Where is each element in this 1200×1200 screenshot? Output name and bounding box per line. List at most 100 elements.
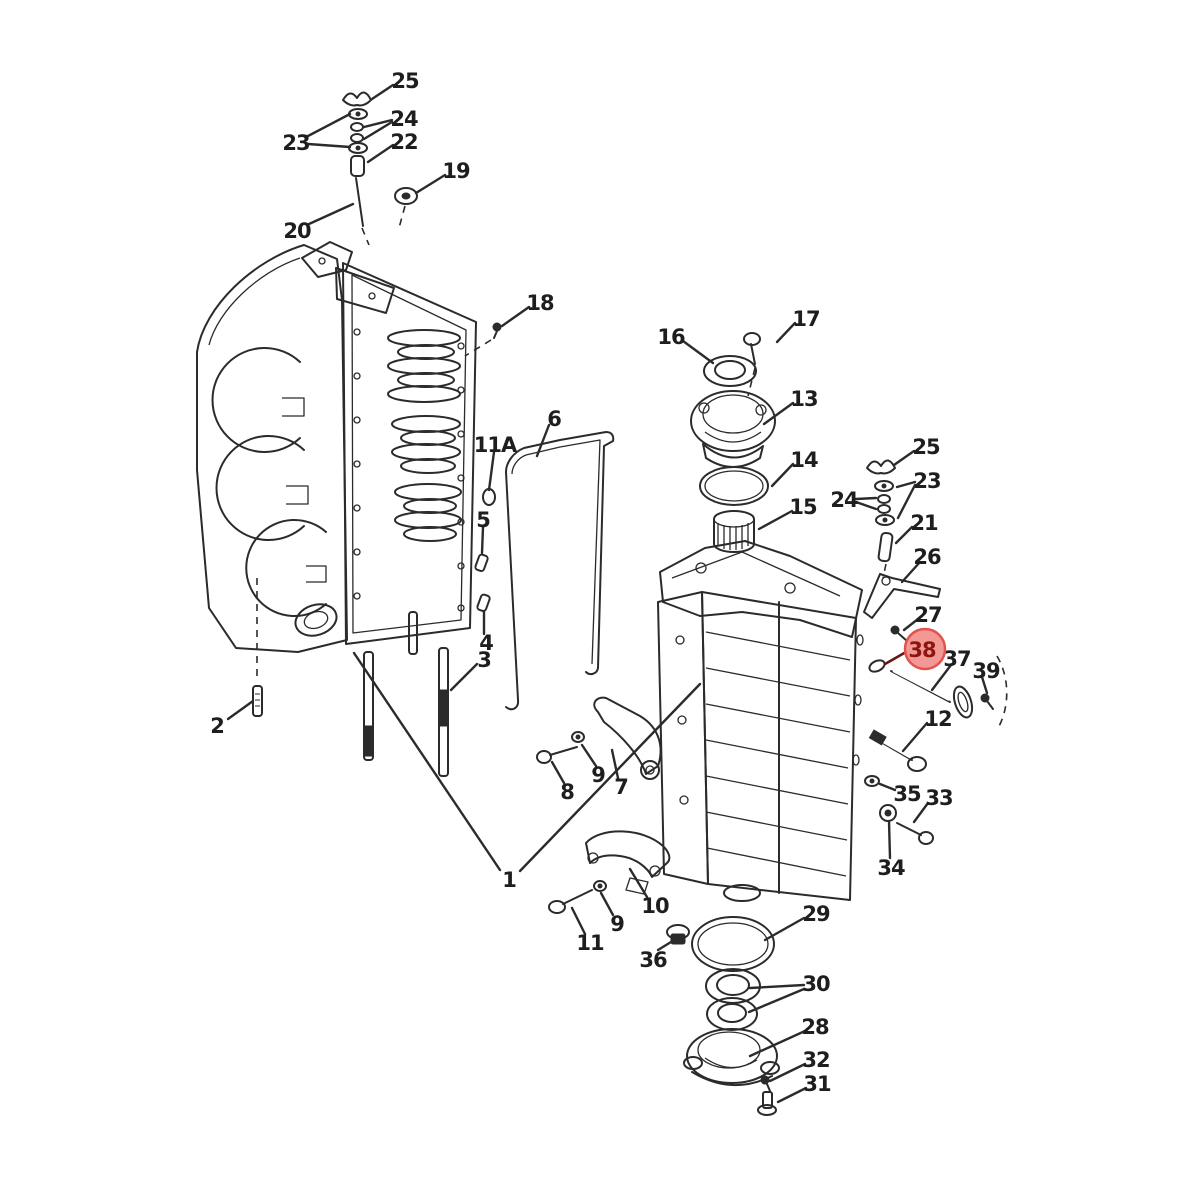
block-ribbed-face — [701, 591, 857, 901]
leader-line — [894, 525, 914, 545]
part-number: 9 — [610, 912, 624, 936]
washer-24d — [877, 504, 891, 514]
dowel-pin-4 — [476, 593, 491, 613]
part-label-23: 23 — [895, 469, 942, 520]
part-number: 29 — [802, 902, 830, 926]
part-number: 28 — [801, 1015, 829, 1039]
part-label-18: 18 — [500, 291, 555, 328]
washer-24c — [877, 494, 891, 504]
part-label-27: 27 — [902, 603, 943, 632]
part-number: 33 — [925, 786, 952, 810]
leader-line — [902, 617, 920, 632]
leader-line — [763, 916, 806, 942]
highlight-circle[interactable] — [903, 627, 947, 671]
part-label-16: 16 — [657, 325, 715, 365]
leader-line — [770, 462, 795, 488]
part-label-3: 3 — [449, 648, 492, 692]
part-number: 8 — [560, 780, 574, 804]
part-label-21: 21 — [894, 511, 939, 545]
stud-left — [363, 651, 374, 761]
leader-line — [900, 560, 922, 584]
part-number: 26 — [913, 545, 941, 569]
leader-line — [370, 83, 395, 101]
bolt-8 — [536, 746, 578, 764]
right-fastener-stack — [866, 459, 896, 579]
leader-line — [930, 663, 953, 692]
leader-line — [610, 748, 620, 780]
part-number: 4 — [479, 631, 493, 655]
o-ring-14 — [699, 466, 769, 506]
leader-line — [599, 891, 615, 917]
leader-line — [580, 743, 598, 768]
part-label-19: 19 — [414, 159, 471, 195]
ring-stack-top — [387, 329, 461, 403]
crankshaft-ring-stacks — [387, 329, 462, 542]
part-label-36: 36 — [639, 940, 673, 972]
bolt-31 — [757, 1091, 777, 1116]
leader-line — [362, 118, 394, 129]
part-number: 32 — [802, 1048, 829, 1072]
leader-line — [366, 143, 395, 164]
nut-9a — [571, 731, 585, 743]
leader-line — [895, 480, 917, 489]
leader-line — [307, 202, 355, 226]
part-label-8: 8 — [550, 760, 575, 804]
nut-9b — [593, 880, 607, 892]
upper-bearing-stack — [690, 332, 776, 553]
leader-line — [306, 142, 352, 149]
part-label-15: 15 — [757, 495, 818, 531]
leader-line — [414, 173, 447, 195]
part-number: 6 — [547, 407, 561, 431]
part-label-2: 2 — [210, 699, 255, 738]
crankcase-studs — [252, 488, 496, 777]
part-label-7: 7 — [610, 748, 629, 799]
leader-line — [500, 305, 531, 328]
ring-stack-bottom — [394, 483, 462, 542]
leader-line — [901, 721, 929, 753]
leader-line — [768, 1062, 807, 1083]
part-label-4: 4 — [479, 609, 494, 655]
part-number: 12 — [924, 707, 951, 731]
leader-line — [480, 525, 485, 555]
leader-line — [896, 483, 917, 520]
fastener-39 — [980, 655, 1008, 731]
washer-23d — [875, 514, 895, 526]
part-label-14: 14 — [770, 448, 819, 488]
left-crankcase-half — [196, 241, 477, 653]
part-number: 23 — [913, 469, 940, 493]
leader-line — [748, 1029, 807, 1058]
leader-line — [550, 760, 566, 785]
leader-line — [980, 675, 989, 695]
part-number: 37 — [943, 647, 970, 671]
part-number: 27 — [914, 603, 941, 627]
shaft-37 — [890, 670, 974, 719]
leader-line — [747, 987, 806, 1014]
part-label-35: 35 — [878, 782, 922, 806]
part-number: 34 — [877, 856, 905, 880]
leader-line — [226, 699, 255, 721]
bolt-17 — [743, 332, 761, 397]
part-number: 18 — [526, 291, 554, 315]
part-label-32: 32 — [768, 1048, 831, 1083]
part-label-28: 28 — [748, 1015, 830, 1058]
highlighted-part-marker-38[interactable]: 38 — [883, 627, 947, 671]
part-number: 25 — [391, 69, 419, 93]
leader-line — [628, 867, 649, 899]
ring-stack-middle — [391, 415, 461, 474]
part-number: 24 — [830, 488, 858, 512]
highlighted-part-number[interactable]: 38 — [908, 638, 937, 662]
leader-line — [449, 662, 479, 692]
part-number: 11 — [576, 931, 604, 955]
part-label-11A: 11A — [474, 433, 519, 492]
part-label-24: 24 — [362, 107, 419, 141]
part-number: 36 — [639, 948, 667, 972]
part-number: 5 — [476, 508, 490, 532]
grommet-19 — [394, 187, 418, 205]
part-number: 14 — [790, 448, 818, 472]
leader-line — [306, 112, 352, 138]
part-number: 17 — [792, 307, 819, 331]
leader-line — [487, 450, 496, 492]
seal-38-part — [868, 659, 886, 673]
washer-34 — [879, 804, 897, 822]
leader-line — [892, 449, 916, 467]
